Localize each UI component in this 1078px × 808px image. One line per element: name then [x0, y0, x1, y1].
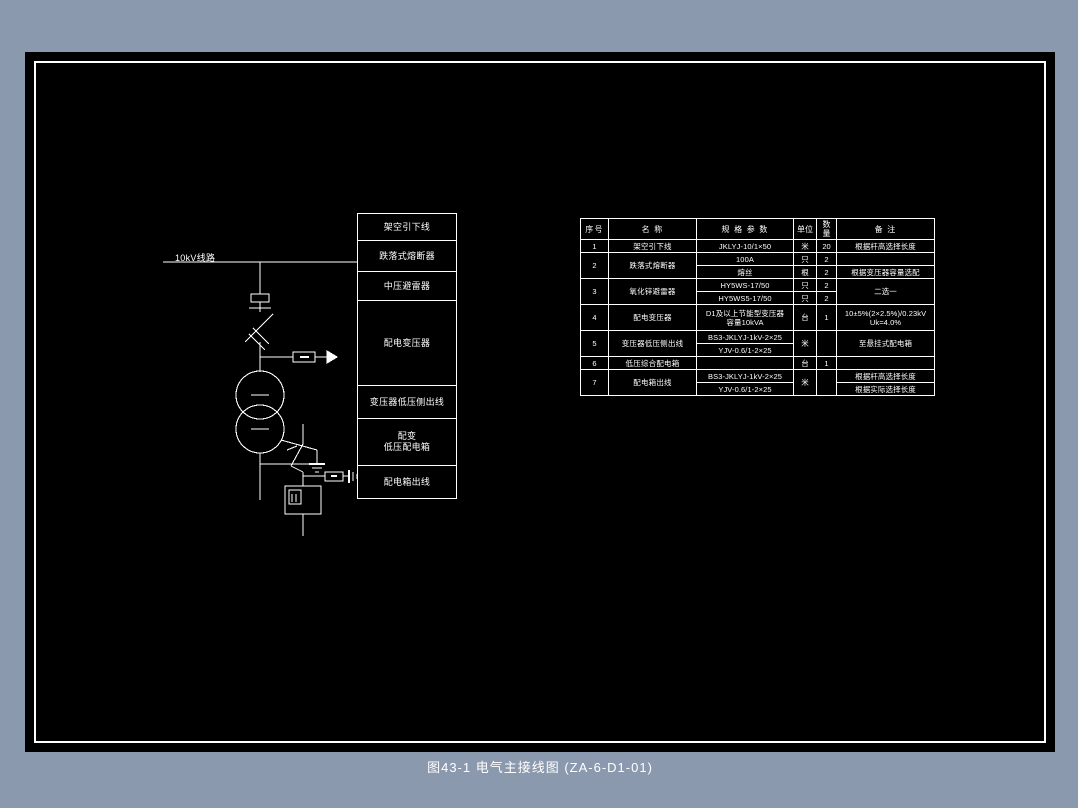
source-line-label: 10kV线路: [175, 253, 216, 263]
diagram-label-dropout-fuse: 跌落式熔断器: [358, 241, 456, 272]
cell-name: 跌落式熔断器: [608, 252, 697, 279]
cell-unit: 米: [793, 369, 817, 396]
table-row: 5 变压器低压侧出线 BS3-JKLYJ-1kV-2×25 米 至悬挂式配电箱: [580, 330, 935, 357]
lv-distribution-diagram: [284, 424, 358, 536]
cell-unit: 根: [793, 265, 817, 279]
cell-name: 变压器低压侧出线: [608, 330, 697, 357]
diagram-label-lv-outgoing: 变压器低压侧出线: [358, 386, 456, 419]
table-row: 4 配电变压器 D1及以上节能型变压器 容量10kVA 台 1 10±5%(2×…: [580, 304, 935, 331]
cad-canvas: 10kV线路: [25, 52, 1055, 775]
cell-unit: 只: [793, 252, 817, 266]
table-body: 1 架空引下线 JKLYJ-10/1×50 米 20 根据杆高选择长度 2 跌落…: [580, 239, 935, 396]
drop-out-fuse-symbol: [244, 308, 274, 367]
cell-unit: 米: [793, 239, 817, 253]
cell-no: 7: [580, 369, 609, 396]
cell-note: 10±5%(2×2.5%)/0.23kV Uk=4.0%: [836, 304, 935, 331]
cell-name: 低压综合配电箱: [608, 356, 697, 370]
cell-spec: BS3-JKLYJ-1kV-2×25: [696, 330, 794, 344]
cell-name: 架空引下线: [608, 239, 697, 253]
th-note: 备 注: [836, 218, 935, 240]
cell-qty: 1: [816, 356, 837, 370]
table-row: 3 氧化锌避雷器 HY5WS-17/50 只 2 二选一: [580, 278, 935, 305]
table-row: YJV-0.6/1-2×25 根据实际选择长度: [581, 382, 935, 396]
equipment-schedule: 序号 名 称 规 格 参 数 单位 数量 备 注 1 架空引下线 JKLYJ-1…: [580, 218, 935, 396]
cell-note: 根据杆高选择长度: [836, 369, 935, 383]
diagram-label-mv-arrester: 中压避雷器: [358, 272, 456, 301]
equipment-table: 序号 名 称 规 格 参 数 单位 数量 备 注 1 架空引下线 JKLYJ-1…: [580, 218, 935, 396]
single-line-diagram: [163, 261, 357, 500]
cell-note: [836, 356, 935, 370]
drawing-border-frame: [34, 61, 1046, 743]
th-qty: 数量: [816, 218, 837, 240]
th-no: 序号: [580, 218, 609, 240]
cell-unit: 只: [793, 278, 817, 292]
table-row: 6 低压综合配电箱 台 1: [580, 356, 935, 370]
cell-qty: 2: [816, 252, 837, 266]
lv-surge-arrester-symbol: [303, 470, 358, 483]
cell-note: 根据实际选择长度: [836, 382, 935, 396]
cell-spec: 100A: [696, 252, 794, 266]
cell-no: 2: [580, 252, 609, 279]
diagram-label-box-outgoing: 配电箱出线: [383, 476, 431, 487]
cell-spec: YJV-0.6/1-2×25: [696, 382, 794, 396]
cell-qty: 2: [816, 291, 837, 305]
cell-note: 根据杆高选择长度: [836, 239, 935, 253]
cell-spec: 熔丝: [696, 265, 794, 279]
distribution-transformer-symbol: [235, 367, 325, 473]
cell-note: 根据变压器容量选配: [836, 265, 935, 279]
cell-name: 氧化锌避雷器: [608, 278, 697, 305]
diagram-label-lv-box: 配变 低压配电箱: [358, 419, 456, 466]
cell-no: 6: [580, 356, 609, 370]
cell-spec: YJV-0.6/1-2×25: [696, 343, 794, 357]
th-unit: 单位: [793, 218, 817, 240]
cell-qty: 2: [816, 265, 837, 279]
cell-no: 1: [580, 239, 609, 253]
cell-spec: JKLYJ-10/1×50: [696, 239, 794, 253]
cell-note: 至悬挂式配电箱: [836, 330, 935, 357]
cell-unit: 只: [793, 291, 817, 305]
lv-distribution-box-symbol: [284, 485, 322, 515]
lv-circuit-breaker-symbol: [286, 443, 304, 473]
drawing-title: 图43-1 电气主接线图 (ZA-6-D1-01): [427, 760, 653, 775]
th-name: 名 称: [608, 218, 697, 240]
diagram-label-transformer: 配电变压器: [358, 301, 456, 386]
cell-no: 3: [580, 278, 609, 305]
diagram-label-overhead-lead: 架空引下线: [358, 214, 456, 241]
cell-spec: D1及以上节能型变压器 容量10kVA: [696, 304, 794, 331]
insulator-symbol: [250, 293, 270, 303]
cell-spec: HY5WS5-17/50: [696, 291, 794, 305]
cell-no: 4: [580, 304, 609, 331]
mv-surge-arrester-symbol: [260, 350, 339, 364]
cell-qty: 20: [816, 239, 837, 253]
table-row: HY5WS5-17/50 只 2: [581, 291, 935, 305]
table-row: 1 架空引下线 JKLYJ-10/1×50 米 20 根据杆高选择长度: [580, 239, 935, 253]
table-row: 2 跌落式熔断器 100A 只 2: [580, 252, 935, 279]
cell-unit: 米: [793, 330, 817, 357]
cell-unit: 台: [793, 304, 817, 331]
cell-spec: [696, 356, 794, 370]
cell-note: 二选一: [836, 278, 935, 305]
cell-spec: HY5WS-17/50: [696, 278, 794, 292]
cell-qty: [816, 330, 837, 357]
cell-unit: 台: [793, 356, 817, 370]
cell-qty: [816, 369, 837, 396]
table-row: 7 配电箱出线 BS3-JKLYJ-1kV-2×25 米 根据杆高选择长度: [580, 369, 935, 396]
cell-no: 5: [580, 330, 609, 357]
cell-qty: 1: [816, 304, 837, 331]
cell-name: 配电箱出线: [608, 369, 697, 396]
th-spec: 规 格 参 数: [696, 218, 794, 240]
cell-note: [836, 252, 935, 266]
cell-qty: 2: [816, 278, 837, 292]
table-header-row: 序号 名 称 规 格 参 数 单位 数量 备 注: [580, 218, 935, 240]
cell-spec: BS3-JKLYJ-1kV-2×25: [696, 369, 794, 383]
diagram-label-column: 架空引下线 跌落式熔断器 中压避雷器 配电变压器 变压器低压侧出线 配变 低压配…: [357, 213, 457, 499]
cell-name: 配电变压器: [608, 304, 697, 331]
